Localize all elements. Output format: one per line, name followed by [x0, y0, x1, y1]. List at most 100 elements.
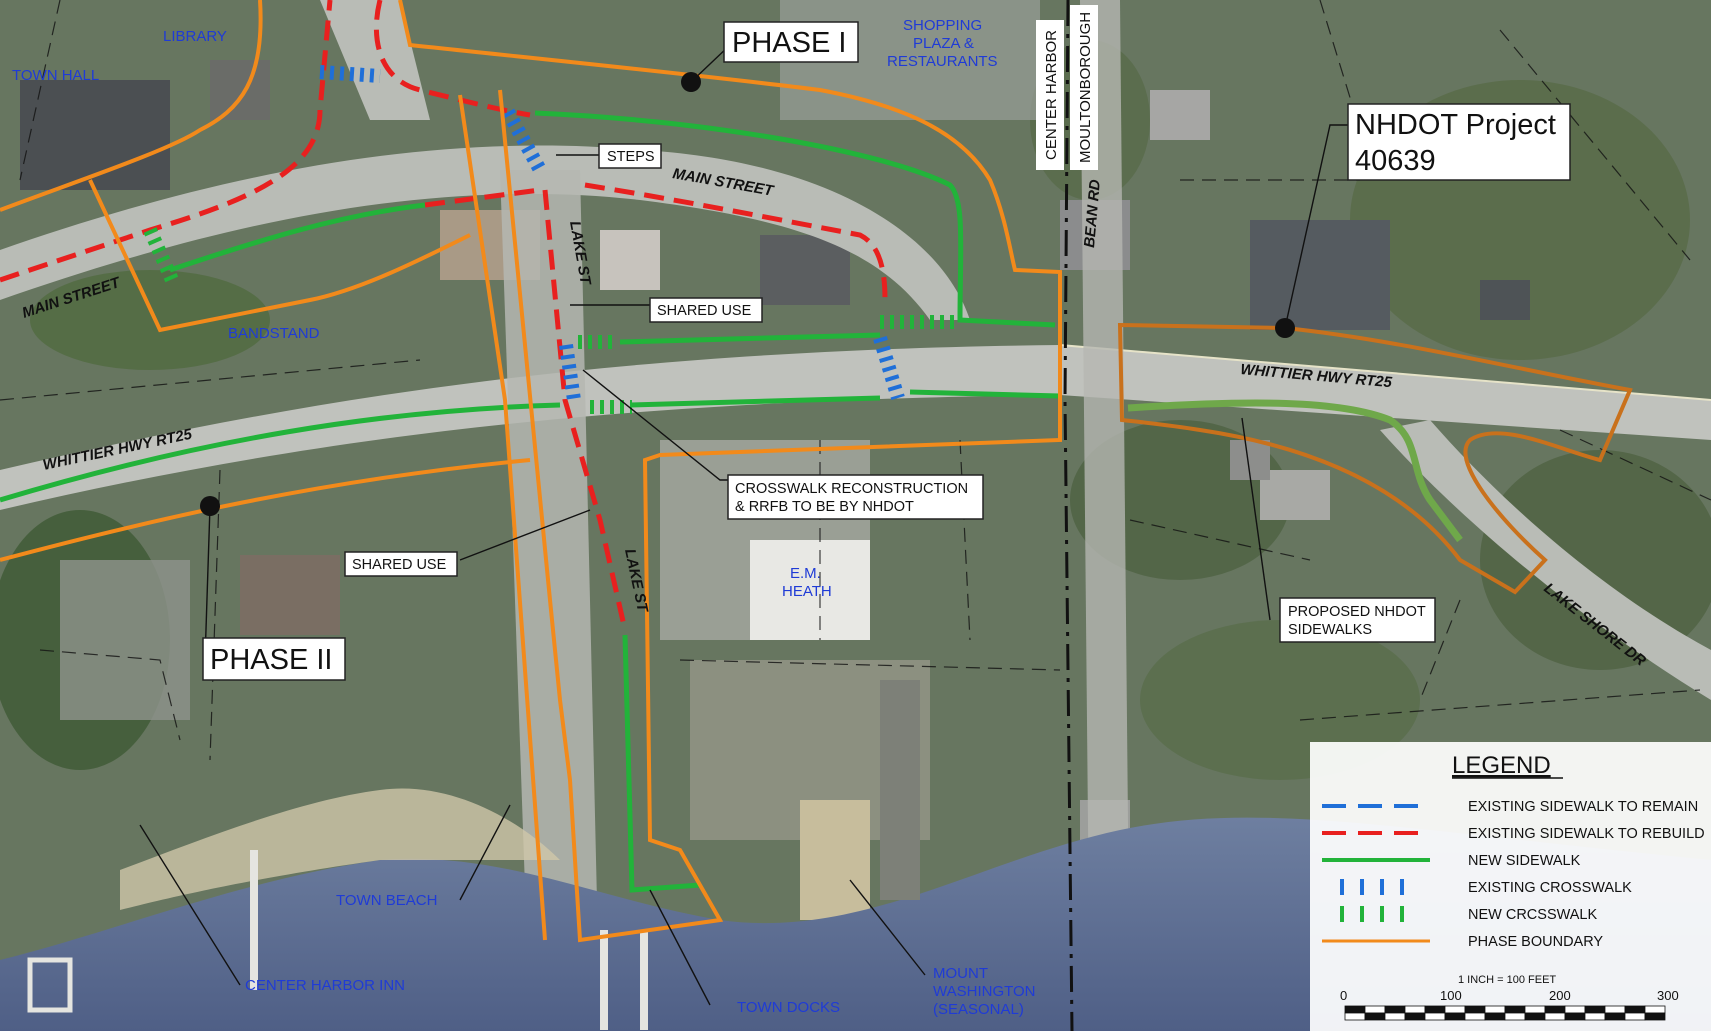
town-labels: CENTER HARBOR MOULTONBOROUGH — [1036, 5, 1098, 170]
scale-cell — [1644, 1012, 1666, 1021]
scale-tick-0: 0 — [1340, 988, 1347, 1003]
scale-cell — [1464, 1012, 1486, 1021]
scale-cell — [1604, 1005, 1626, 1014]
svg-text:EXISTING SIDEWALK TO REMAIN: EXISTING SIDEWALK TO REMAIN — [1468, 799, 1698, 815]
scale-cell — [1564, 1012, 1586, 1021]
scale-cell — [1384, 1005, 1406, 1014]
scale-cell — [1624, 1012, 1646, 1021]
steps-callout: STEPS — [598, 143, 662, 169]
scale-cell — [1424, 1012, 1446, 1021]
scale-cell — [1464, 1005, 1486, 1014]
existing-sidewalk-rebuild — [0, 0, 888, 631]
scale-cell — [1404, 1012, 1426, 1021]
callouts: STEPS SHARED USE CROSSWALK RECONSTRUCTIO… — [344, 143, 1436, 643]
svg-text:NHDOT Project: NHDOT Project — [1355, 109, 1556, 141]
scale-bar: 1 INCH = 100 FEET 0 100 200 300 — [1340, 974, 1679, 1021]
shared-use-callout-2: SHARED USE — [344, 551, 458, 577]
svg-text:PROPOSED NHDOT: PROPOSED NHDOT — [1288, 604, 1426, 620]
scale-tick-200: 200 — [1549, 988, 1571, 1003]
svg-text:NEW SIDEWALK: NEW SIDEWALK — [1468, 853, 1581, 869]
phase2-box: PHASE II — [202, 637, 346, 681]
legend-item-new-crosswalk: NEW CRCSSWALK — [1340, 906, 1597, 923]
legend-title: LEGEND — [1452, 752, 1551, 779]
legend-item-existing-crosswalk: EXISTING CROSSWALK — [1340, 879, 1632, 896]
scale-cell — [1584, 1012, 1606, 1021]
legend-item-phase-boundary: PHASE BOUNDARY — [1322, 934, 1603, 950]
scale-cell — [1624, 1005, 1646, 1014]
scale-cell — [1604, 1012, 1626, 1021]
mount-washington-label-1: MOUNT — [933, 965, 988, 982]
scale-cell — [1344, 1012, 1366, 1021]
new-sidewalk — [0, 110, 1061, 893]
mount-washington-label-3: (SEASONAL) — [933, 1001, 1024, 1018]
svg-text:EXISTING SIDEWALK TO REBUILD: EXISTING SIDEWALK TO REBUILD — [1468, 826, 1705, 842]
svg-text:SHARED USE: SHARED USE — [352, 557, 447, 573]
svg-text:STEPS: STEPS — [607, 149, 655, 165]
scale-cell — [1504, 1005, 1526, 1014]
new-crosswalks — [143, 227, 960, 414]
legend: LEGEND EXISTING SIDEWALK TO REMAIN EXIST… — [1310, 742, 1711, 1031]
scale-cell — [1484, 1005, 1506, 1014]
svg-text:EXISTING CROSSWALK: EXISTING CROSSWALK — [1468, 880, 1632, 896]
scale-cell — [1584, 1005, 1606, 1014]
scale-cell — [1384, 1012, 1406, 1021]
mount-washington-label-2: WASHINGTON — [933, 983, 1036, 1000]
scale-cell — [1524, 1005, 1546, 1014]
town-hall-label: TOWN HALL — [12, 67, 99, 84]
svg-text:NEW CRCSSWALK: NEW CRCSSWALK — [1468, 907, 1597, 923]
nhdot-marker — [1275, 318, 1295, 338]
library-label: LIBRARY — [163, 28, 227, 45]
scale-cell — [1564, 1005, 1586, 1014]
scale-tick-100: 100 — [1440, 988, 1462, 1003]
scale-cell — [1404, 1005, 1426, 1014]
scale-cell — [1424, 1005, 1446, 1014]
proposed-nhdot-callout: PROPOSED NHDOT SIDEWALKS — [1279, 597, 1436, 643]
scale-cell — [1444, 1005, 1466, 1014]
center-harbor-label: CENTER HARBOR — [1043, 30, 1060, 160]
bandstand-label: BANDSTAND — [228, 325, 320, 342]
em-heath-label-1: E.M. — [790, 565, 821, 582]
scale-cell — [1344, 1005, 1366, 1014]
svg-text:CROSSWALK RECONSTRUCTION: CROSSWALK RECONSTRUCTION — [735, 481, 968, 497]
svg-text:SIDEWALKS: SIDEWALKS — [1288, 622, 1372, 638]
legend-item-new-sidewalk: NEW SIDEWALK — [1322, 853, 1581, 869]
moultonborough-label: MOULTONBOROUGH — [1077, 12, 1094, 163]
town-beach-label: TOWN BEACH — [336, 892, 437, 909]
scale-cell — [1544, 1012, 1566, 1021]
nhdot-project-box: NHDOT Project 40639 — [1347, 103, 1571, 181]
scale-cell — [1504, 1012, 1526, 1021]
phase1-box: PHASE I — [723, 21, 859, 63]
svg-text:PHASE II: PHASE II — [210, 644, 333, 676]
scale-cell — [1364, 1005, 1386, 1014]
svg-text:PHASE I: PHASE I — [732, 27, 846, 59]
phase1-marker — [681, 72, 701, 92]
shopping-label-1: SHOPPING — [903, 17, 982, 34]
shared-use-callout-1: SHARED USE — [649, 297, 763, 323]
scale-cell — [1444, 1012, 1466, 1021]
proposed-nhdot-sidewalk — [1127, 399, 1463, 543]
scale-cell — [1644, 1005, 1666, 1014]
legend-item-existing-remain: EXISTING SIDEWALK TO REMAIN — [1322, 799, 1698, 815]
shopping-label-3: RESTAURANTS — [887, 53, 998, 70]
existing-crosswalks — [319, 65, 905, 402]
scale-cell — [1484, 1012, 1506, 1021]
nhdot-project-boundary — [1117, 322, 1633, 595]
svg-text:& RRFB TO BE BY NHDOT: & RRFB TO BE BY NHDOT — [735, 499, 914, 515]
crosswalk-reconstruction-callout: CROSSWALK RECONSTRUCTION & RRFB TO BE BY… — [727, 474, 984, 520]
town-docks-label: TOWN DOCKS — [737, 999, 840, 1016]
scale-cell — [1524, 1012, 1546, 1021]
legend-panel — [1310, 742, 1711, 1031]
svg-text:SHARED USE: SHARED USE — [657, 303, 752, 319]
bean-rd-label: BEAN RD — [1081, 179, 1104, 249]
scale-cells — [1344, 1005, 1666, 1021]
center-harbor-inn-label: CENTER HARBOR INN — [245, 977, 405, 994]
place-labels: LIBRARY TOWN HALL BANDSTAND SHOPPING PLA… — [12, 17, 1036, 1018]
svg-text:PHASE BOUNDARY: PHASE BOUNDARY — [1468, 934, 1603, 950]
shopping-label-2: PLAZA & — [913, 35, 974, 52]
phase-boundaries — [0, 0, 1062, 943]
callout-leaders — [139, 44, 1350, 1006]
scale-caption: 1 INCH = 100 FEET — [1458, 974, 1556, 986]
phase2-marker — [200, 496, 220, 516]
em-heath-label-2: HEATH — [782, 583, 832, 600]
